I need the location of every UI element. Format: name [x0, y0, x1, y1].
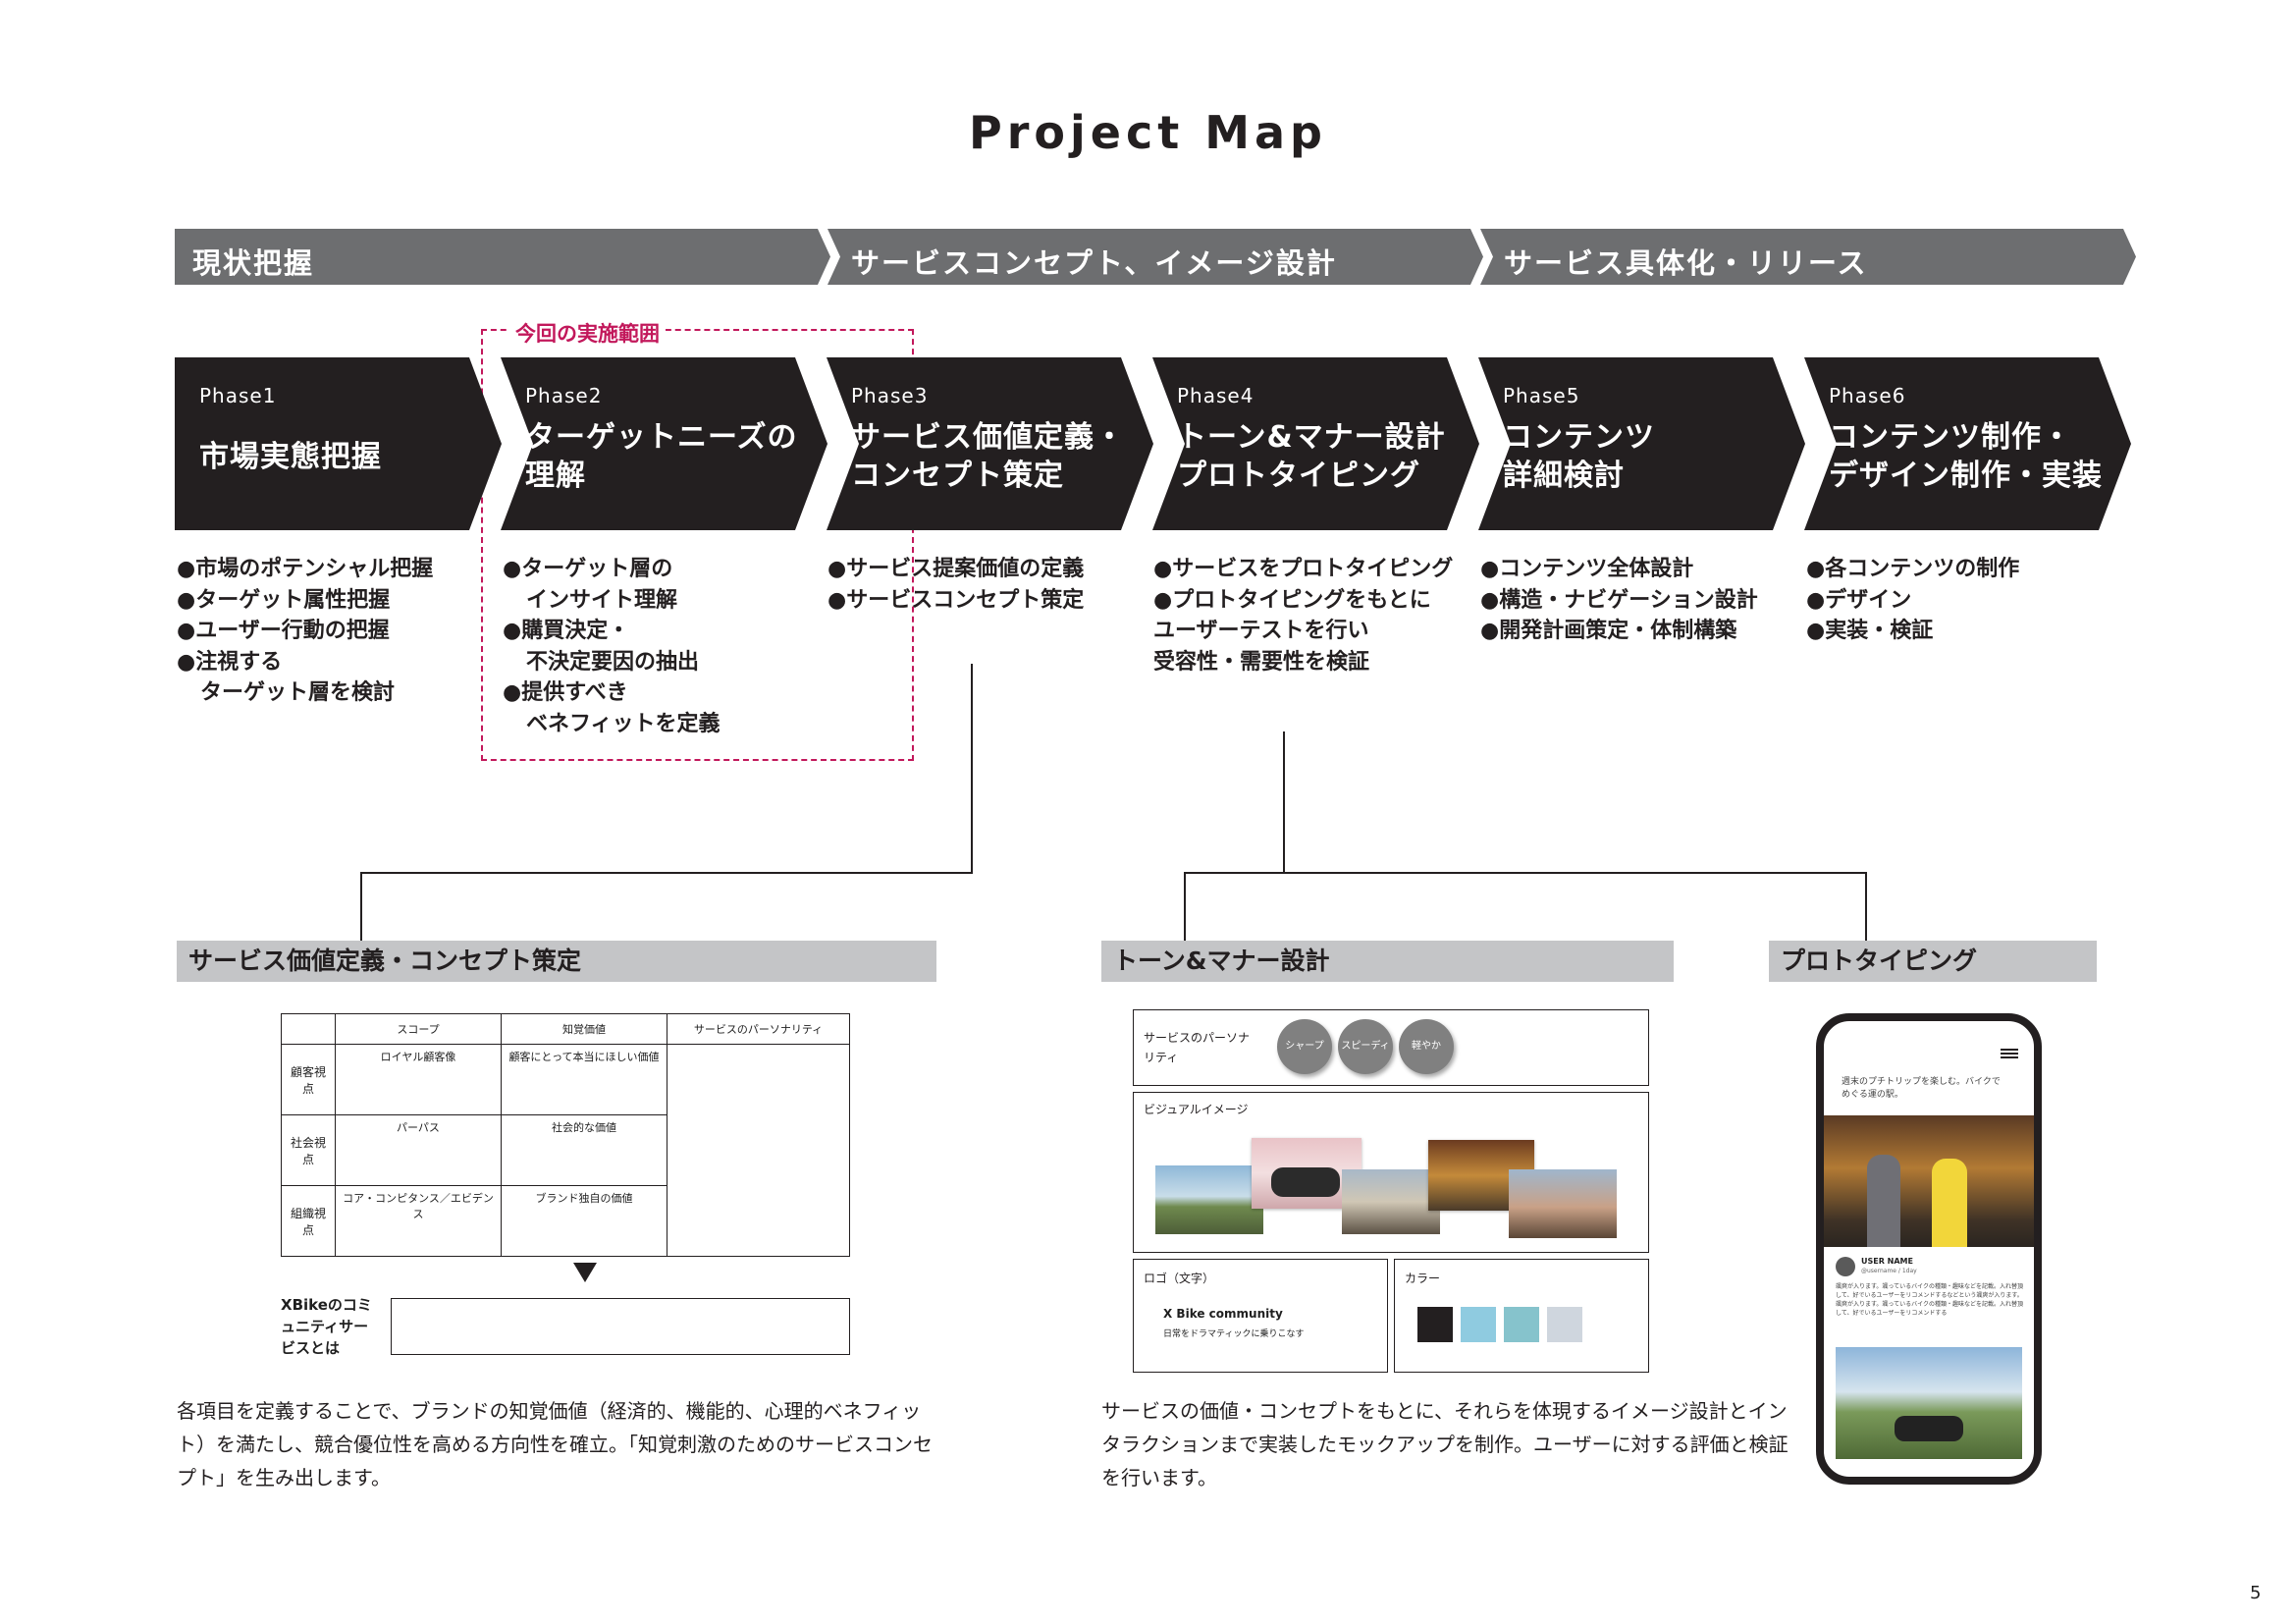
- phase-5-bullets: ●コンテンツ全体設計●構造・ナビゲーション設計●開発計画策定・体制構築: [1480, 557, 1758, 643]
- personality-panel: サービスのパーソナリティ シャープ スピーディ 軽やか: [1133, 1009, 1649, 1086]
- column-header: スコープ: [335, 1013, 502, 1045]
- stage-arrow-2: サービスコンセプト、イメージ設計: [828, 229, 1483, 285]
- phase-4-bullets: ●サービスをプロトタイピング●プロトタイピングをもとにユーザーテストを行い受容性…: [1153, 557, 1454, 675]
- phase-3: Phase3 サービス価値定義・コンセプト策定: [827, 357, 1153, 530]
- row-label: 社会視点: [281, 1114, 336, 1186]
- stage-arrow-3: サービス具体化・リリース: [1480, 229, 2136, 285]
- personality-label: サービスのパーソナリティ: [1144, 1031, 1251, 1064]
- phase-number: Phase2: [525, 384, 603, 407]
- phase-6: Phase6 コンテンツ制作・デザイン制作・実装: [1804, 357, 2131, 530]
- post-text: 颯爽が入ります。颯っているバイクの種類・趣味などを記載。入れ替頂して、好でいるユ…: [1836, 1283, 2023, 1317]
- connector-line: [1184, 872, 1867, 874]
- phase-1-bullets: ●市場のポテンシャル把握●ターゲット属性把握●ユーザー行動の把握●注視するターゲ…: [177, 557, 434, 705]
- personality-tag: スピーディ: [1338, 1019, 1393, 1074]
- color-swatch: [1547, 1307, 1582, 1342]
- user-handle: @username / 1day: [1861, 1268, 1917, 1274]
- user-name: USER NAME: [1861, 1257, 1913, 1266]
- phone-mockup: 週末のプチトリップを楽しむ。バイクでめぐる運の駅。 USER NAME @use…: [1816, 1013, 2042, 1485]
- down-triangle-icon: [573, 1263, 597, 1282]
- phase-number: Phase1: [199, 384, 277, 407]
- phone-caption: 週末のプチトリップを楽しむ。バイクでめぐる運の駅。: [1842, 1077, 2001, 1100]
- stage-label: サービスコンセプト、イメージ設計: [851, 246, 1337, 280]
- photo-riders: [1509, 1169, 1617, 1238]
- table-cell: 顧客にとって本当にほしい価値: [501, 1044, 667, 1115]
- logo-tagline: 日常をドラマティックに乗りこなす: [1163, 1329, 1305, 1339]
- row-label: 顧客視点: [281, 1044, 336, 1115]
- avatar: [1836, 1257, 1855, 1276]
- visual-image-panel: ビジュアルイメージ: [1133, 1092, 1649, 1253]
- stage-label: 現状把握: [192, 246, 315, 280]
- color-swatch: [1417, 1307, 1453, 1342]
- menu-icon[interactable]: [2001, 1049, 2018, 1051]
- concept-description: 各項目を定義することで、ブランドの知覚価値（経済的、機能的、心理的ベネフィット）…: [177, 1399, 933, 1489]
- table-cell: ロイヤル顧客像: [335, 1044, 502, 1115]
- phase-title: トーン&マナー設計プロトタイピング: [1177, 420, 1446, 493]
- color-swatch: [1504, 1307, 1539, 1342]
- personality-tag: 軽やか: [1399, 1019, 1454, 1074]
- table-cell: ブランド独自の価値: [501, 1185, 667, 1257]
- table-corner: [281, 1013, 336, 1045]
- photo-landscape: [1155, 1165, 1263, 1234]
- phase-4: Phase4 トーン&マナー設計プロトタイピング: [1152, 357, 1479, 530]
- xbike-answer-box: [391, 1298, 850, 1355]
- visual-image-label: ビジュアルイメージ: [1144, 1103, 1249, 1116]
- section-header-concept: サービス価値定義・コンセプト策定: [177, 941, 936, 982]
- table-cell: 社会的な価値: [501, 1114, 667, 1186]
- phone-landscape-photo: [1836, 1347, 2022, 1459]
- table-cell-personality: [667, 1044, 850, 1257]
- section-header-proto: プロトタイピング: [1769, 941, 2097, 982]
- phone-hero-photo: [1824, 1115, 2034, 1247]
- logo-panel: ロゴ（文字） X Bike community 日常をドラマティックに乗りこなす: [1133, 1259, 1388, 1373]
- phase-5: Phase5 コンテンツ詳細検討: [1478, 357, 1805, 530]
- table-cell: コア・コンピタンス／エビデンス: [335, 1185, 502, 1257]
- phase-title: ターゲットニーズの理解: [525, 420, 798, 493]
- concept-table: スコープ 知覚価値 サービスのパーソナリティ 顧客視点 ロイヤル顧客像 顧客にと…: [281, 1013, 850, 1257]
- column-header: サービスのパーソナリティ: [667, 1013, 850, 1045]
- connector-line: [971, 664, 973, 874]
- stage-label: サービス具体化・リリース: [1504, 246, 1868, 280]
- phase-number: Phase5: [1503, 384, 1580, 407]
- phase-1: Phase1 市場実態把握: [175, 357, 502, 530]
- personality-tag: シャープ: [1277, 1019, 1332, 1074]
- phase-number: Phase3: [851, 384, 929, 407]
- connector-line: [360, 872, 362, 941]
- phase-title: サービス価値定義・コンセプト策定: [851, 420, 1125, 493]
- table-cell: パーパス: [335, 1114, 502, 1186]
- stage-arrow-1: 現状把握: [175, 229, 830, 285]
- logo-label: ロゴ（文字）: [1144, 1272, 1215, 1285]
- color-swatch: [1461, 1307, 1496, 1342]
- connector-line: [1184, 872, 1186, 941]
- scope-box: [481, 329, 914, 761]
- page-title: Project Map: [969, 106, 1327, 159]
- phase-title: コンテンツ制作・デザイン制作・実装: [1829, 420, 2103, 493]
- phase-2-bullets: ●ターゲット層のインサイト理解●購買決定・不決定要因の抽出●提供すべきベネフィッ…: [503, 557, 721, 736]
- section-header-tone: トーン&マナー設計: [1101, 941, 1674, 982]
- phase-2: Phase2 ターゲットニーズの理解: [501, 357, 828, 530]
- logo-name: X Bike community: [1163, 1307, 1283, 1321]
- tone-description: サービスの価値・コンセプトをもとに、それらを体現するイメージ設計とインタラクショ…: [1101, 1399, 1789, 1489]
- connector-line: [1283, 731, 1285, 874]
- xbike-label: XBikeのコミュニティサービスとは: [281, 1296, 372, 1357]
- photo-street: [1342, 1169, 1440, 1234]
- color-label: カラー: [1405, 1272, 1441, 1285]
- phase-number: Phase4: [1177, 384, 1255, 407]
- phase-number: Phase6: [1829, 384, 1906, 407]
- phase-title: 市場実態把握: [199, 440, 382, 474]
- row-label: 組織視点: [281, 1185, 336, 1257]
- phase-6-bullets: ●各コンテンツの制作●デザイン●実装・検証: [1806, 557, 2020, 643]
- scope-label: 今回の実施範囲: [509, 318, 666, 348]
- phase-3-bullets: ●サービス提案価値の定義●サービスコンセプト策定: [828, 557, 1085, 613]
- column-header: 知覚価値: [501, 1013, 667, 1045]
- connector-line: [1865, 872, 1867, 941]
- page-number: 5: [2250, 1583, 2262, 1603]
- phase-title: コンテンツ詳細検討: [1503, 420, 1655, 493]
- connector-line: [360, 872, 973, 874]
